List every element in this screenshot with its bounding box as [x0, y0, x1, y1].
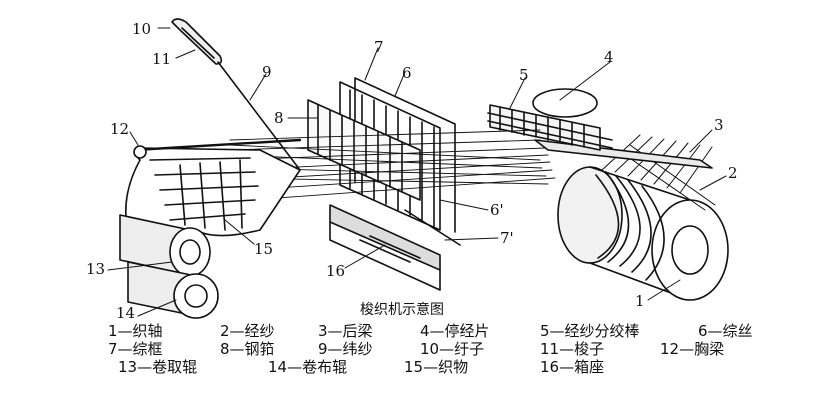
legend-item: 3—后梁 [318, 322, 373, 340]
callout-5: 5 [519, 66, 529, 84]
callout-6p: 6' [490, 201, 504, 219]
warp-beam [557, 166, 729, 301]
shuttle [171, 18, 301, 171]
legend-item: 12—胸梁 [660, 340, 725, 358]
legend-item: 10—纡子 [420, 340, 485, 358]
callout-7p: 7' [500, 229, 514, 247]
legend-item: 9—纬纱 [318, 340, 373, 358]
breast-beam [133, 138, 302, 159]
callout-2: 2 [728, 164, 738, 182]
legend-item: 6—综丝 [698, 322, 753, 340]
legend-item: 5—经纱分绞棒 [540, 322, 640, 340]
legend-item: 13—卷取辊 [118, 358, 198, 376]
callout-16: 16 [326, 262, 345, 280]
back-rest [534, 139, 713, 169]
lease-rods [487, 112, 613, 149]
callouts: 1 2 3 4 5 6 6' 7 7' 8 9 10 11 12 13 14 1… [86, 20, 738, 320]
callout-3: 3 [714, 116, 724, 134]
callout-10: 10 [132, 20, 151, 38]
callout-12: 12 [110, 120, 129, 138]
callout-8: 8 [274, 109, 284, 127]
callout-1: 1 [635, 292, 645, 310]
leader-lines [107, 27, 727, 317]
loom-diagram: 1 2 3 4 5 6 6' 7 7' 8 9 10 11 12 13 14 1… [86, 18, 738, 320]
legend-item: 4—停经片 [420, 322, 490, 340]
callout-6: 6 [402, 64, 412, 82]
legend-item: 11—梭子 [540, 340, 605, 358]
legend: 1—织轴 2—经纱 3—后梁 4—停经片 5—经纱分绞棒 6—综丝 7—综框 8… [0, 322, 830, 408]
legend-item: 7—综框 [108, 340, 163, 358]
legend-item: 8—钢筘 [220, 340, 275, 358]
callout-7: 7 [374, 38, 384, 56]
callout-11: 11 [152, 50, 171, 68]
callout-9: 9 [262, 63, 272, 81]
legend-item: 16—箱座 [540, 358, 605, 376]
callout-13: 13 [86, 260, 105, 278]
callout-4: 4 [604, 48, 614, 66]
legend-item: 15—织物 [404, 358, 469, 376]
diagram-caption: 梭织机示意图 [360, 301, 444, 318]
legend-item: 1—织轴 [108, 322, 163, 340]
cloth-roller [127, 261, 219, 319]
legend-item: 14—卷布辊 [268, 358, 348, 376]
callout-14: 14 [116, 304, 135, 320]
callout-15: 15 [254, 240, 273, 258]
legend-item: 2—经纱 [220, 322, 275, 340]
sley [329, 204, 441, 291]
take-up-roller [119, 214, 211, 277]
warp-threads [229, 129, 556, 201]
weft-yarn [217, 61, 301, 171]
